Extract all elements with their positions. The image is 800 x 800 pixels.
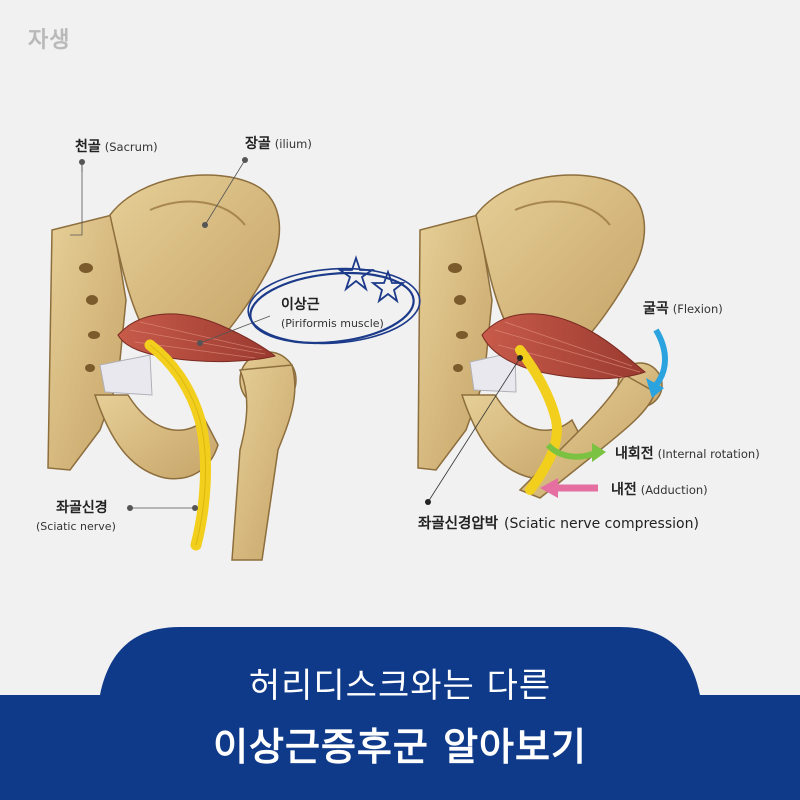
left-femur (232, 365, 295, 560)
label-adduction: 내전 (Adduction) (611, 479, 708, 499)
label-sciatic: 좌골신경 (Sciatic nerve) (36, 497, 116, 533)
label-flexion-en: (Flexion) (673, 302, 723, 316)
label-ilium-ko: 장골 (245, 136, 271, 152)
label-compression-en: (Sciatic nerve compression) (504, 516, 699, 532)
label-sacrum: 천골 (Sacrum) (75, 136, 158, 156)
label-internal-rotation-en: (Internal rotation) (658, 447, 760, 461)
label-ilium-en: (ilium) (275, 137, 312, 151)
label-compression: 좌골신경압박 (Sciatic nerve compression) (418, 512, 699, 533)
label-sciatic-ko: 좌골신경 (36, 497, 116, 517)
label-sacrum-en: (Sacrum) (105, 140, 158, 154)
label-internal-rotation: 내회전 (Internal rotation) (615, 443, 760, 463)
label-piriformis-en: (Piriformis muscle) (281, 317, 384, 330)
label-piriformis: 이상근 (Piriformis muscle) (281, 294, 384, 330)
label-sciatic-en: (Sciatic nerve) (36, 520, 116, 533)
banner-title: 이상근증후군 알아보기 (0, 716, 800, 771)
label-internal-rotation-ko: 내회전 (615, 446, 654, 462)
label-adduction-en: (Adduction) (641, 483, 708, 497)
label-piriformis-ko: 이상근 (281, 294, 384, 314)
label-flexion-ko: 굴곡 (643, 301, 669, 317)
label-adduction-ko: 내전 (611, 482, 637, 498)
label-compression-ko: 좌골신경압박 (418, 516, 498, 532)
label-flexion: 굴곡 (Flexion) (643, 298, 723, 318)
label-ilium: 장골 (ilium) (245, 133, 312, 153)
label-sacrum-ko: 천골 (75, 139, 101, 155)
banner-subtitle: 허리디스크와는 다른 (0, 658, 800, 707)
title-banner (0, 625, 800, 800)
